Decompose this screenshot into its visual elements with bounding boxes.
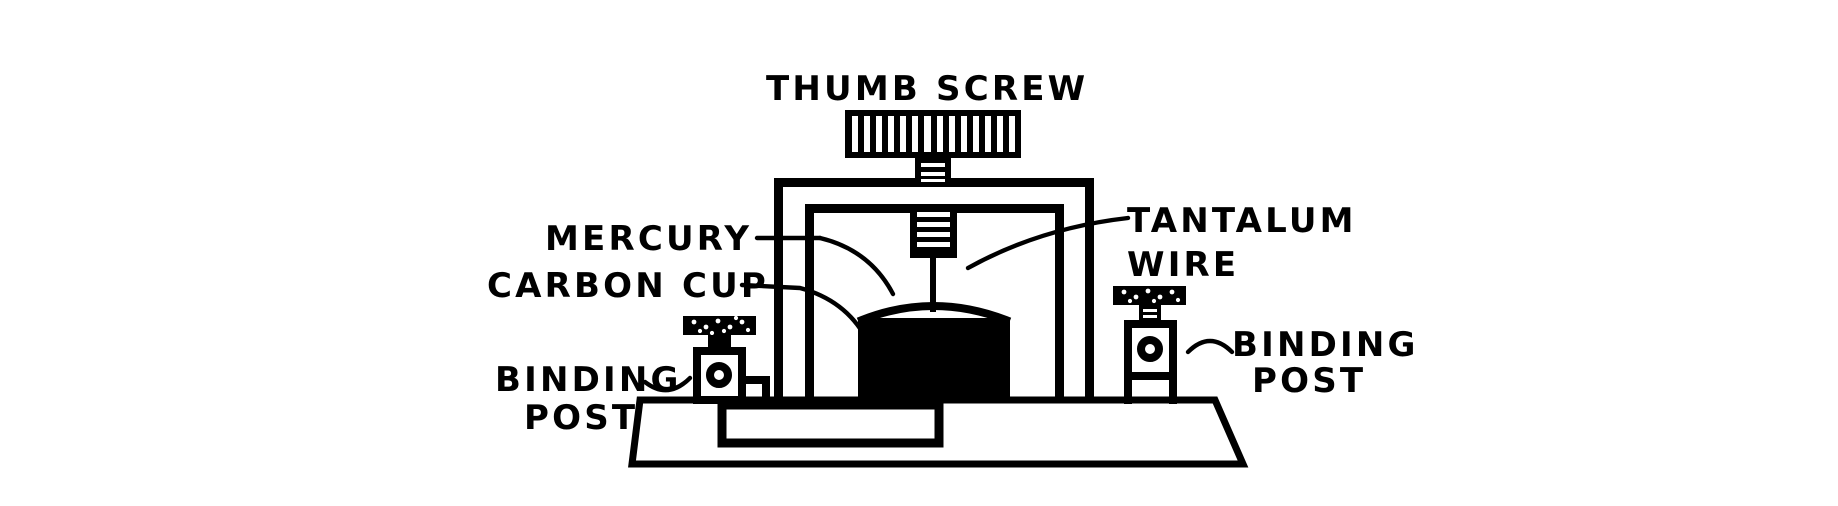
screw-stem-upper-threads xyxy=(921,163,945,182)
label-thumb-screw: THUMB SCREW xyxy=(766,69,1088,109)
binding-post-left-body xyxy=(693,347,746,404)
base-recessed-channel xyxy=(717,400,944,448)
thumbscrew-knurl-grooves xyxy=(852,116,1015,152)
mercury-meniscus-dome xyxy=(856,302,1012,326)
binding-post-right xyxy=(1113,286,1186,404)
binding-post-right-hole xyxy=(1137,336,1163,362)
label-tantalum-wire-line1: TANTALUM xyxy=(1127,201,1357,241)
thumb-screw-head xyxy=(845,110,1021,158)
adjuster-collar xyxy=(910,206,957,258)
leader-tantalum-wire xyxy=(965,215,1131,271)
label-binding-post-left: BINDING POST xyxy=(495,360,682,438)
label-carbon-cup-text: CARBON CUP xyxy=(487,266,769,306)
label-tantalum-wire: TANTALUM WIRE xyxy=(1127,201,1357,285)
binding-post-left xyxy=(683,315,770,404)
outer-frame-right-upright xyxy=(1085,178,1094,400)
carbon-cup-assembly xyxy=(856,302,1012,400)
base xyxy=(628,396,1249,468)
inner-frame-left-upright xyxy=(805,204,814,400)
base-outline xyxy=(628,396,1249,468)
label-carbon-cup: CARBON CUP xyxy=(487,266,769,306)
leader-binding-post-right xyxy=(1185,338,1235,355)
label-mercury: MERCURY xyxy=(545,219,752,259)
leader-binding-post-left xyxy=(642,375,693,393)
binding-post-left-cap-speckle xyxy=(691,315,751,336)
thumbscrew-knurl-block xyxy=(845,110,1021,158)
label-mercury-text: MERCURY xyxy=(545,219,752,259)
label-binding-post-left-line1: BINDING xyxy=(495,360,682,400)
label-binding-post-right: BINDING POST xyxy=(1232,325,1419,401)
binding-post-right-cap-speckle xyxy=(1121,288,1181,304)
label-tantalum-wire-line2: WIRE xyxy=(1127,245,1239,285)
label-binding-post-left-line2: POST xyxy=(524,398,638,438)
inner-frame-right-upright xyxy=(1055,204,1064,400)
label-binding-post-right-line2: POST xyxy=(1252,361,1366,401)
label-binding-post-right-line1: BINDING xyxy=(1232,325,1419,365)
binding-post-right-cap xyxy=(1113,286,1186,305)
binding-post-left-strap xyxy=(738,376,770,404)
screw-stem-upper xyxy=(915,158,951,184)
leader-carbon-cup xyxy=(739,282,869,341)
adjuster-collar-threads xyxy=(917,212,950,247)
binding-post-left-hole xyxy=(706,362,732,388)
binding-post-right-body xyxy=(1124,320,1177,380)
binding-post-left-cap xyxy=(683,316,756,335)
label-thumb-screw-text: THUMB SCREW xyxy=(766,69,1088,109)
carbon-cup-body xyxy=(858,318,1010,400)
leader-mercury-tail xyxy=(817,235,896,297)
